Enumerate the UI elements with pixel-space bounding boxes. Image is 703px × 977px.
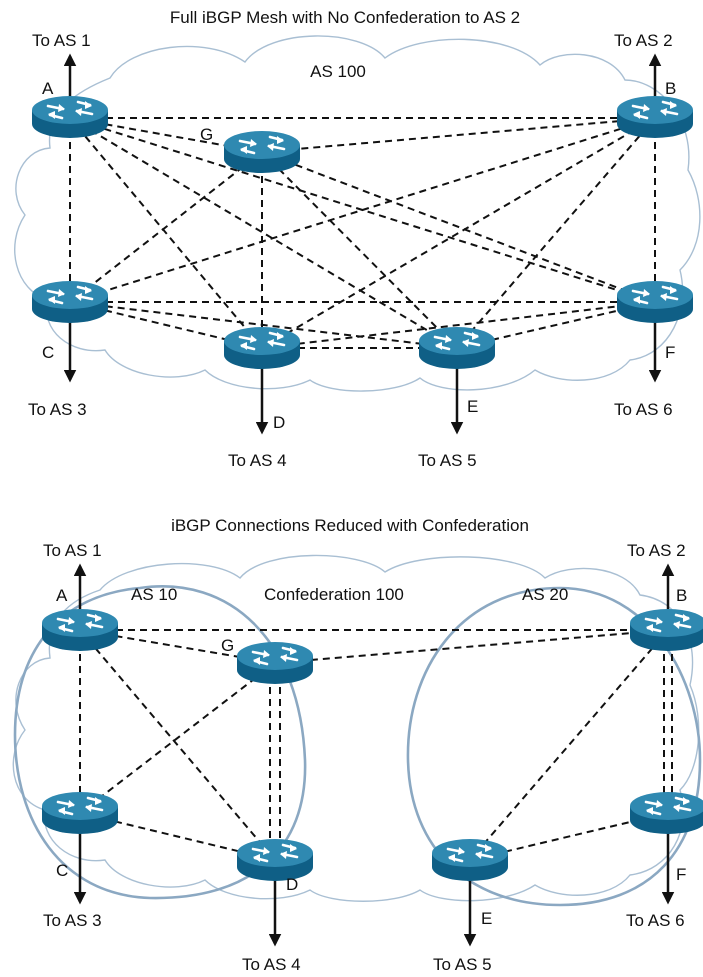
router-e-icon — [417, 325, 497, 371]
b-router-c-label: C — [56, 861, 68, 880]
ext-as1-label: To AS 1 — [32, 31, 91, 50]
ext-as2-label: To AS 2 — [614, 31, 673, 50]
b-router-c-icon — [40, 790, 120, 836]
router-g-label: G — [200, 125, 213, 144]
b-ext-as6-label: To AS 6 — [626, 911, 685, 930]
b-router-e-label: E — [481, 909, 492, 928]
as20-label: AS 20 — [522, 585, 568, 604]
b-router-b-label: B — [676, 586, 687, 605]
bottom-cloud — [12, 554, 700, 902]
top-title: Full iBGP Mesh with No Confederation to … — [170, 8, 520, 27]
router-d-label: D — [273, 413, 285, 432]
ext-as6-label: To AS 6 — [614, 400, 673, 419]
bottom-ibgp-sessions — [79, 629, 673, 861]
router-c-label: C — [42, 343, 54, 362]
b-router-g-label: G — [221, 636, 234, 655]
b-ext-as2-label: To AS 2 — [627, 541, 686, 560]
top-cloud — [14, 35, 701, 392]
router-b-label: B — [665, 79, 676, 98]
b-ext-as3-label: To AS 3 — [43, 911, 102, 930]
b-router-d-label: D — [286, 875, 298, 894]
confederation-label: Confederation 100 — [264, 585, 404, 604]
b-router-b-icon — [628, 607, 703, 653]
b-ext-as4-label: To AS 4 — [242, 955, 301, 974]
router-a-label: A — [42, 79, 54, 98]
ext-as4-label: To AS 4 — [228, 451, 287, 470]
b-router-a-label: A — [56, 586, 68, 605]
router-f-label: F — [665, 343, 675, 362]
top-diagram: Full iBGP Mesh with No Confederation to … — [14, 8, 701, 470]
bottom-title: iBGP Connections Reduced with Confederat… — [171, 516, 529, 535]
b-router-f-icon — [628, 790, 703, 836]
top-as100-label: AS 100 — [310, 62, 366, 81]
b-ext-as1-label: To AS 1 — [43, 541, 102, 560]
ext-as3-label: To AS 3 — [28, 400, 87, 419]
b-router-f-label: F — [676, 865, 686, 884]
bottom-diagram: iBGP Connections Reduced with Confederat… — [12, 516, 703, 974]
router-d-icon — [222, 325, 302, 371]
router-c-icon — [30, 279, 110, 325]
router-e-label: E — [467, 397, 478, 416]
b-router-a-icon — [40, 607, 120, 653]
router-b-icon — [615, 94, 695, 140]
router-f-icon — [615, 279, 695, 325]
b-router-d-icon — [235, 837, 315, 883]
b-ext-as5-label: To AS 5 — [433, 955, 492, 974]
ext-as5-label: To AS 5 — [418, 451, 477, 470]
top-ibgp-mesh — [69, 117, 656, 349]
b-router-g-icon — [235, 640, 315, 686]
router-g-icon — [222, 129, 302, 175]
b-router-e-icon — [430, 837, 510, 883]
as10-label: AS 10 — [131, 585, 177, 604]
as20-ring — [406, 586, 702, 907]
router-a-icon — [30, 94, 110, 140]
